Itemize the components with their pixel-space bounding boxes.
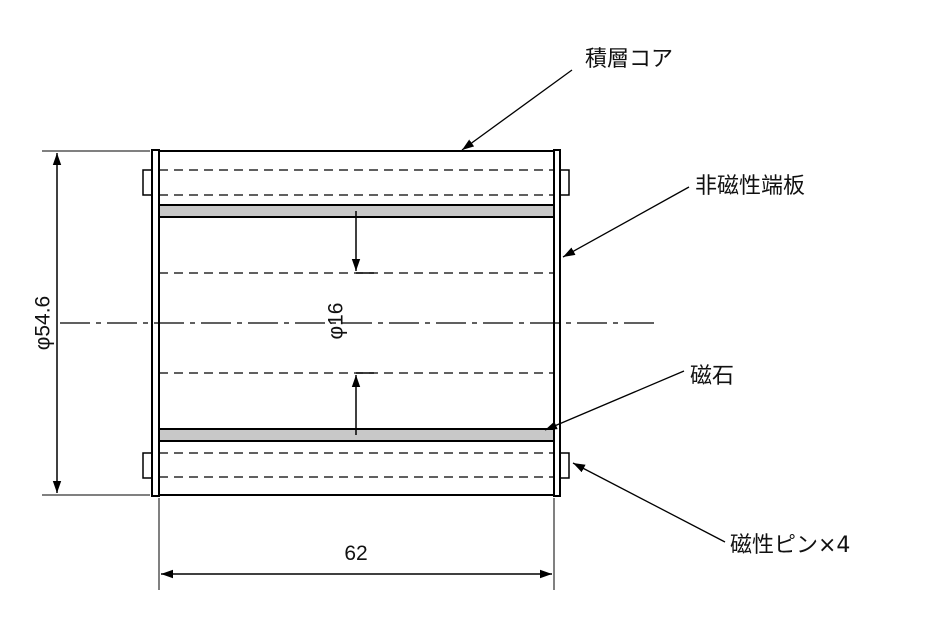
leader-magnetic-pin	[572, 462, 726, 543]
pin-head-bottom-right	[559, 452, 570, 479]
length-label: 62	[344, 542, 367, 565]
outer-diameter-label: φ54.6	[32, 296, 55, 351]
leader-laminated-core	[461, 69, 573, 151]
callout-laminated-core: 積層コア	[585, 47, 673, 72]
pin-head-bottom-left	[142, 452, 153, 479]
leader-magnet	[544, 370, 685, 431]
pin-head-top-right	[559, 169, 570, 196]
callout-magnetic-pin: 磁性ピン×4	[730, 533, 850, 558]
leader-end-plate	[562, 186, 690, 258]
pin-head-top-left	[142, 169, 153, 196]
callout-end-plate: 非磁性端板	[695, 174, 805, 199]
inner-diameter-label: φ16	[325, 303, 348, 340]
callout-magnet: 磁石	[690, 364, 734, 389]
